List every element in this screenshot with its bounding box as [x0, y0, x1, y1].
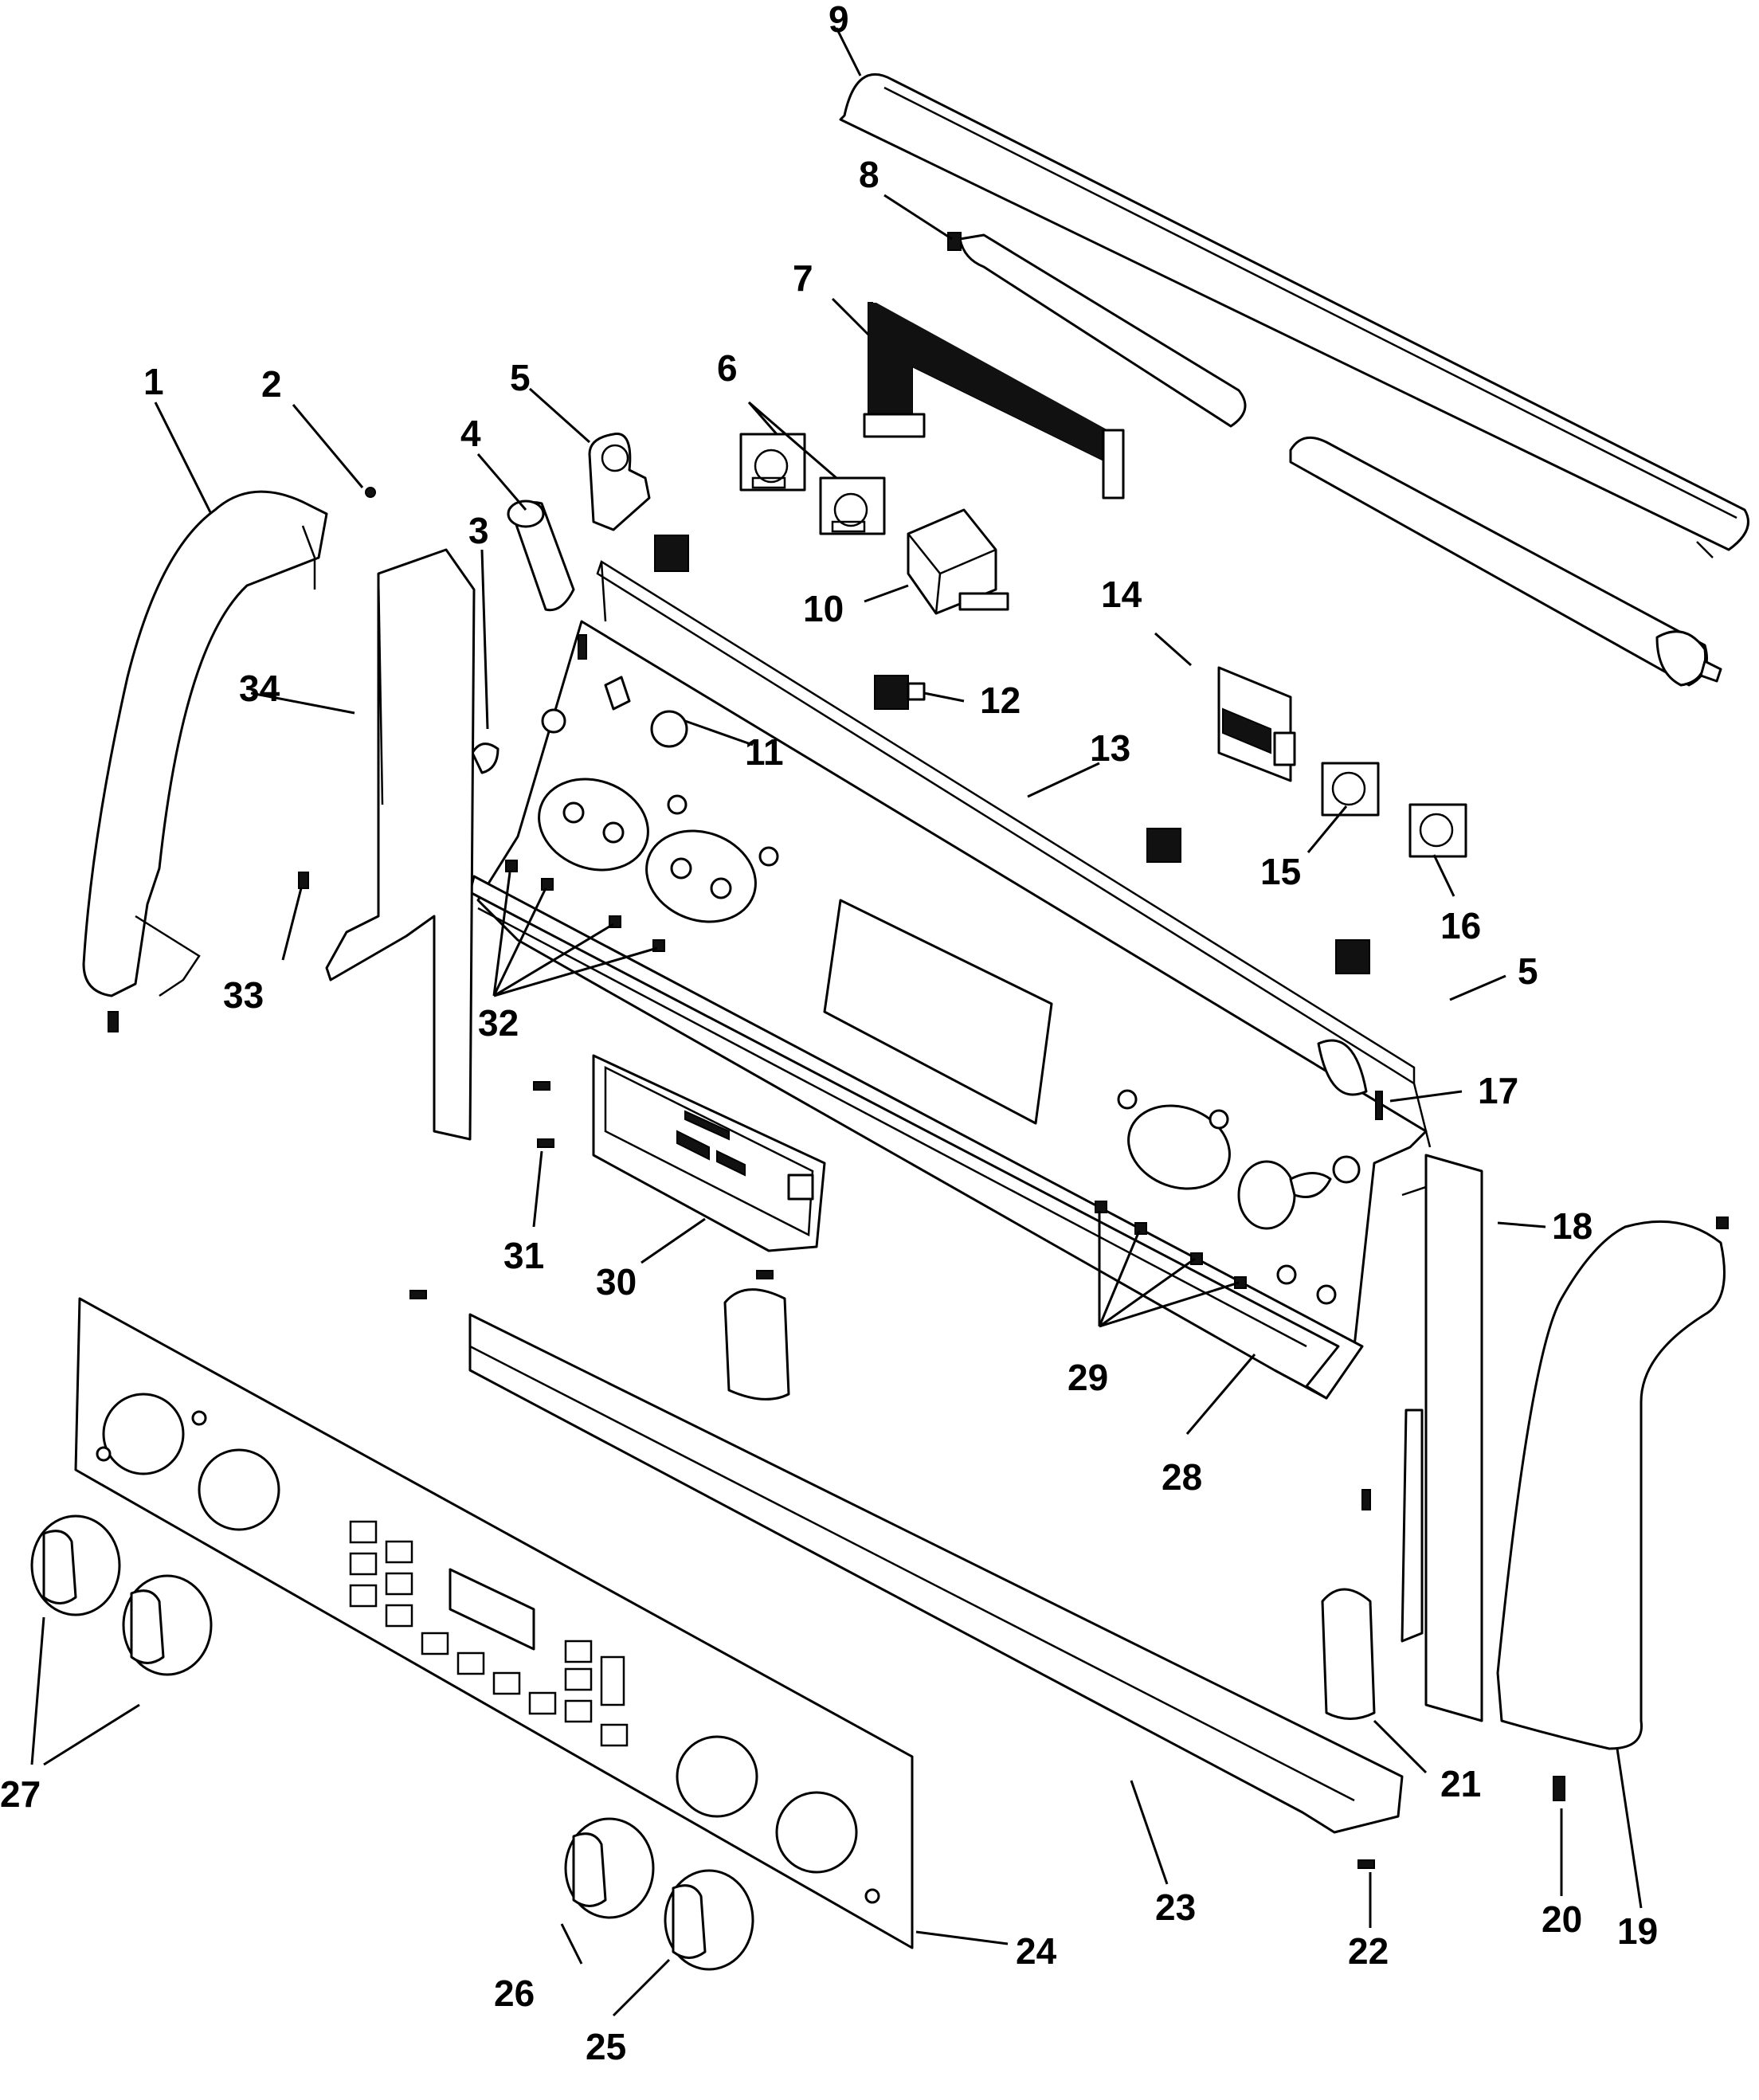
- label-18: 18: [1552, 1205, 1593, 1247]
- label-13: 13: [1090, 727, 1130, 769]
- screw-20: [1553, 1776, 1565, 1801]
- label-33: 33: [223, 974, 264, 1016]
- part-24-console[interactable]: [74, 1297, 914, 1949]
- screw-2: [365, 487, 376, 498]
- part-10-relay[interactable]: [907, 508, 1009, 615]
- part-labels: 1 2 3 4 5 5 6 7 8 9 10 11 12 13 14 15 16…: [0, 0, 1658, 2067]
- label-4: 4: [460, 413, 481, 454]
- knob-25[interactable]: [664, 1869, 754, 1971]
- part-30-control-board[interactable]: [592, 1054, 826, 1252]
- part-13-rear-frame[interactable]: [596, 560, 1432, 1148]
- label-19: 19: [1617, 1910, 1658, 1952]
- label-10: 10: [803, 588, 844, 629]
- part-15-switch[interactable]: [1321, 762, 1380, 817]
- knob-27a[interactable]: [30, 1514, 121, 1616]
- screw-31: [537, 1138, 554, 1148]
- part-14-board[interactable]: [1217, 666, 1296, 782]
- screw-17: [1375, 1091, 1383, 1120]
- label-7: 7: [793, 257, 813, 299]
- label-6: 6: [717, 347, 738, 389]
- part-23-lower-trim[interactable]: [468, 1288, 1404, 1834]
- label-17: 17: [1478, 1070, 1518, 1111]
- toggle-switch-right-a[interactable]: [1146, 828, 1181, 863]
- label-26: 26: [494, 1973, 535, 2014]
- part-4-lamp[interactable]: [507, 500, 575, 612]
- label-2: 2: [261, 363, 282, 405]
- label-28: 28: [1162, 1456, 1202, 1498]
- label-21: 21: [1440, 1763, 1481, 1804]
- label-8: 8: [859, 154, 880, 195]
- part-12-switch[interactable]: [874, 675, 926, 710]
- label-5a: 5: [510, 357, 531, 398]
- label-29: 29: [1068, 1357, 1108, 1398]
- screw-33: [298, 872, 309, 889]
- part-7-ribbon-cable[interactable]: [863, 302, 1125, 500]
- label-32: 32: [478, 1002, 519, 1044]
- knob-27b[interactable]: [122, 1574, 213, 1676]
- label-24: 24: [1016, 1930, 1057, 1972]
- main-panel[interactable]: [471, 620, 1428, 1400]
- label-23: 23: [1155, 1886, 1196, 1928]
- label-31: 31: [503, 1235, 544, 1276]
- part-16-switch[interactable]: [1408, 803, 1467, 858]
- screw-left-bottom: [108, 1011, 119, 1032]
- part-18-bracket-right[interactable]: [1401, 1154, 1483, 1722]
- label-11: 11: [745, 731, 784, 773]
- part-19-right-endcap[interactable]: [1496, 1220, 1726, 1750]
- part-9-trim[interactable]: [839, 72, 1749, 558]
- part-6-switch-b[interactable]: [819, 476, 886, 535]
- callout-lines: [30, 27, 1643, 2017]
- label-3: 3: [468, 510, 489, 551]
- toggle-switch-top[interactable]: [654, 535, 689, 572]
- label-22: 22: [1348, 1930, 1389, 1972]
- label-12: 12: [980, 680, 1021, 721]
- part-5-bracket-top[interactable]: [588, 433, 651, 531]
- label-30: 30: [596, 1261, 637, 1303]
- part-8-tube[interactable]: [947, 232, 1722, 687]
- label-1: 1: [143, 361, 164, 402]
- label-5b: 5: [1518, 950, 1538, 992]
- part-34-bracket-left[interactable]: [325, 548, 476, 1141]
- label-34: 34: [239, 668, 280, 709]
- toggle-switch-right-b[interactable]: [1335, 939, 1370, 974]
- screw-22: [1357, 1859, 1375, 1869]
- label-9: 9: [829, 0, 849, 40]
- label-14: 14: [1101, 574, 1142, 615]
- knob-26[interactable]: [564, 1817, 655, 1919]
- label-15: 15: [1260, 851, 1301, 892]
- label-25: 25: [586, 2026, 626, 2067]
- part-6-switch-a[interactable]: [739, 433, 806, 492]
- label-27: 27: [0, 1773, 41, 1815]
- screws-misc: [409, 634, 1729, 1510]
- label-20: 20: [1542, 1898, 1582, 1940]
- part-1-left-endcap[interactable]: [82, 490, 328, 997]
- label-16: 16: [1440, 905, 1481, 946]
